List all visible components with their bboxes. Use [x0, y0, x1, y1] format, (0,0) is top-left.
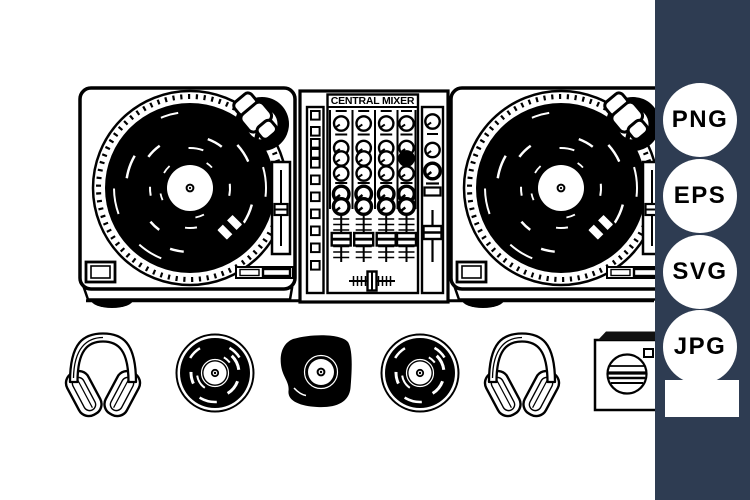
central-mixer: CENTRAL MIXER — [298, 89, 450, 304]
mixer-master-section — [422, 113, 443, 262]
headphones-icon — [479, 332, 565, 422]
left-turntable — [80, 88, 295, 308]
format-badge-svg: SVG — [663, 235, 737, 309]
format-badge-png: PNG — [663, 83, 737, 157]
vinyl-record-icon — [173, 331, 257, 415]
crossfader — [349, 270, 395, 292]
mixer-title: CENTRAL MIXER — [331, 95, 415, 107]
format-sidebar: PNG EPS SVG JPG — [655, 0, 750, 500]
headphones-icon — [60, 332, 146, 422]
blank-swatch — [665, 380, 739, 417]
speaker-icon — [593, 331, 663, 412]
right-turntable — [451, 88, 666, 308]
mixer-cue-buttons — [310, 110, 321, 271]
vinyl-record-icon — [378, 331, 462, 415]
record-sleeve-icon — [280, 335, 352, 408]
format-badge-eps: EPS — [663, 159, 737, 233]
format-badge-jpg: JPG — [663, 310, 737, 384]
